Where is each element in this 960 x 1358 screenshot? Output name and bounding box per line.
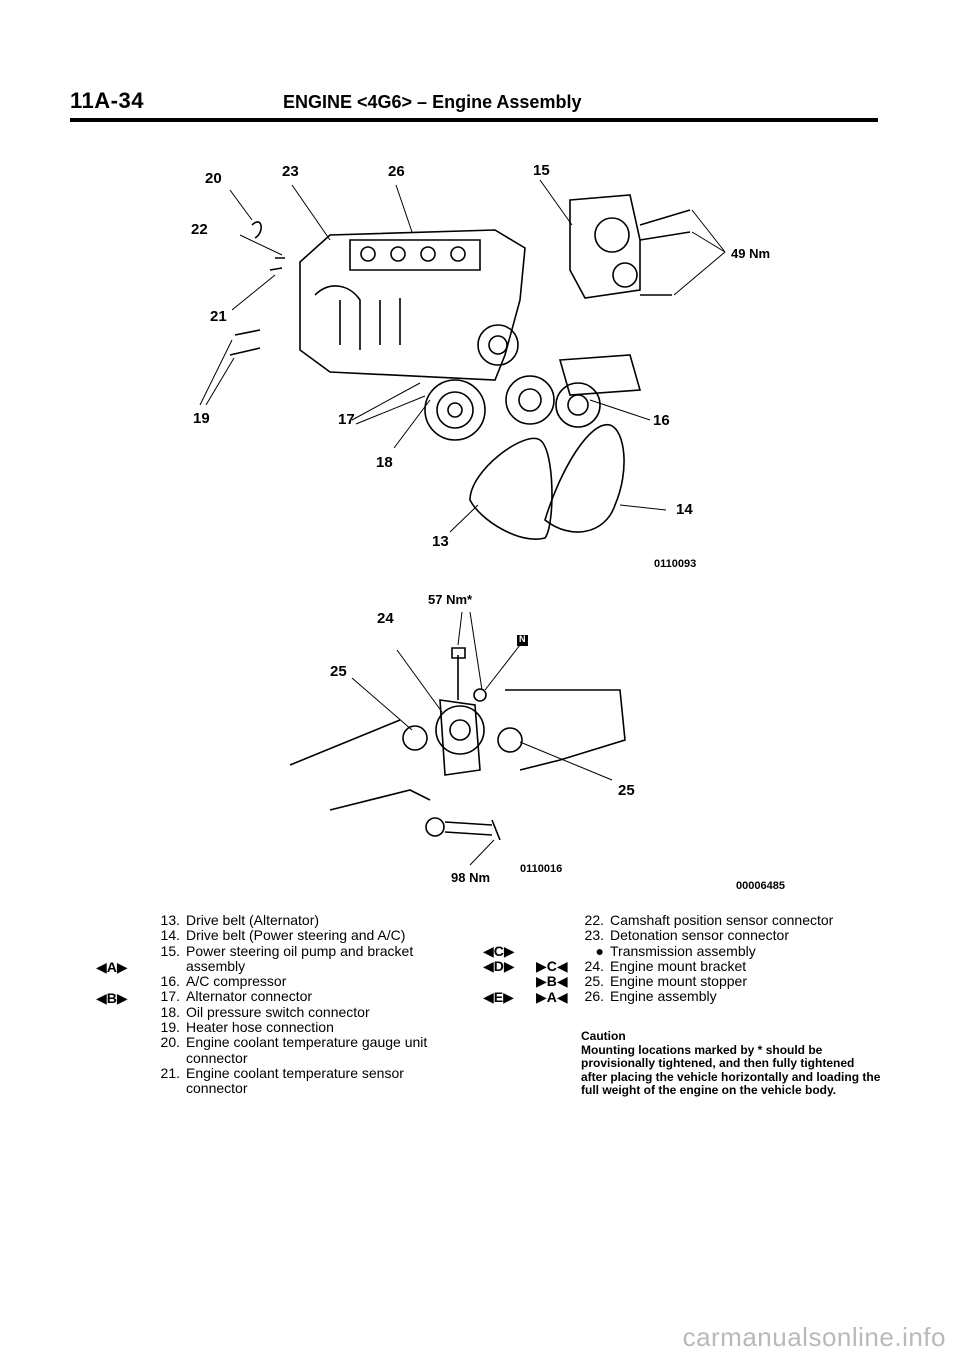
item-text: Transmission assembly: [610, 942, 756, 959]
item-number: 24.: [584, 957, 604, 974]
list-item: 20. Engine coolant temperature gauge unit…: [154, 1035, 454, 1066]
removal-point-a-icon: ▶A◀: [536, 989, 568, 1005]
item-text: Detonation sensor connector: [610, 927, 789, 944]
torque-98nm: 98 Nm: [451, 870, 491, 885]
service-point-e-icon: ◀E▶: [483, 989, 514, 1005]
service-point-a-icon: ◀A▶: [96, 959, 128, 975]
list-item: 24. Engine mount bracket: [578, 957, 888, 974]
item-text: Heater hose connection: [186, 1019, 334, 1036]
item-number: 19.: [160, 1019, 180, 1036]
callout-17: 17: [338, 411, 355, 428]
item-text: A/C compressor: [186, 973, 287, 990]
item-text: Drive belt (Alternator): [186, 912, 320, 928]
callout-20: 20: [205, 170, 222, 187]
caution-heading: Caution: [581, 1029, 626, 1043]
item-text: Engine mount stopper: [610, 973, 747, 990]
list-item: 23. Detonation sensor connector: [578, 927, 888, 944]
item-number: 13.: [160, 912, 180, 928]
callout-15: 15: [533, 162, 550, 179]
callout-19: 19: [193, 410, 210, 427]
list-item: 16. A/C compressor: [154, 973, 454, 990]
item-number: 14.: [160, 927, 180, 944]
watermark: carmanualsonline.info: [682, 1322, 946, 1352]
item-number: 17.: [160, 988, 180, 1005]
item-text: Power steering oil pump and bracket asse…: [186, 942, 414, 974]
callout-22: 22: [191, 221, 208, 238]
callout-13: 13: [432, 533, 449, 550]
callout-16: 16: [653, 412, 670, 429]
item-text: Engine assembly: [610, 988, 717, 1005]
removal-point-b-icon: ▶B◀: [536, 973, 568, 989]
item-number: 21.: [160, 1064, 180, 1081]
item-text: Engine mount bracket: [610, 957, 747, 974]
service-point-d-icon: ◀D▶: [483, 958, 515, 974]
parts-list-left: 13. Drive belt (Alternator) 14. Drive belt…: [154, 912, 454, 1097]
callout-25-right: 25: [618, 782, 635, 799]
n-badge: N: [519, 634, 526, 644]
service-point-c-icon: ◀C▶: [483, 943, 515, 959]
figure-code-2: 0110016: [520, 863, 563, 875]
callout-23: 23: [282, 163, 299, 180]
figure-id: 00006485: [736, 880, 785, 892]
list-item: 18. Oil pressure switch connector: [154, 1003, 454, 1020]
n-badge-box: [517, 635, 528, 646]
figure-code-1: 0110093: [654, 558, 697, 570]
list-item: 19. Heater hose connection: [154, 1019, 454, 1036]
item-number: ●: [595, 942, 604, 959]
torque-49nm: 49 Nm: [731, 246, 771, 261]
item-number: 25.: [584, 973, 604, 990]
removal-point-c-icon: ▶C◀: [536, 958, 568, 974]
item-number: 16.: [160, 973, 180, 990]
item-text: Camshaft position sensor connector: [610, 912, 834, 928]
service-point-b-icon: ◀B▶: [96, 990, 128, 1006]
callout-18: 18: [376, 454, 393, 471]
list-item: 14. Drive belt (Power steering and A/C): [154, 927, 454, 944]
item-text: Engine coolant temperature gauge unit co…: [186, 1034, 428, 1066]
item-text: Oil pressure switch connector: [186, 1003, 370, 1020]
callout-25-left: 25: [330, 663, 347, 680]
item-number: 20.: [160, 1034, 180, 1051]
item-number: 26.: [584, 988, 604, 1005]
list-item: 13. Drive belt (Alternator): [154, 912, 454, 928]
list-item: 22. Camshaft position sensor connector: [578, 912, 888, 928]
page-number: 11A-34: [70, 88, 144, 113]
header-rule: [70, 118, 878, 122]
callout-14: 14: [676, 501, 693, 518]
list-item: 21. Engine coolant temperature sensor con…: [154, 1064, 454, 1097]
list-item: 15. Power steering oil pump and bracket a…: [154, 942, 454, 975]
item-text: Engine coolant temperature sensor connec…: [186, 1064, 404, 1097]
callout-26: 26: [388, 163, 405, 180]
item-number: 15.: [160, 942, 180, 959]
list-item: ● Transmission assembly: [578, 942, 888, 959]
caution-text: Mounting locations marked by * should be…: [581, 1042, 881, 1097]
list-item: 25. Engine mount stopper: [578, 973, 888, 990]
item-number: 18.: [160, 1003, 180, 1020]
callout-24: 24: [377, 610, 394, 627]
item-text: Drive belt (Power steering and A/C): [186, 927, 406, 944]
item-number: 23.: [584, 927, 604, 944]
parts-list-right: 22. Camshaft position sensor connector 23…: [578, 912, 888, 1005]
page-title: ENGINE <4G6> – Engine Assembly: [283, 92, 582, 112]
item-text: Alternator connector: [186, 988, 313, 1005]
caution-note: Caution Mounting locations marked by * s…: [581, 1029, 881, 1098]
item-number: 22.: [584, 912, 604, 928]
engine-assembly-illustration: [199, 179, 726, 866]
torque-57nm: 57 Nm*: [428, 592, 473, 607]
list-item: 17. Alternator connector: [154, 988, 454, 1005]
list-item: 26. Engine assembly: [578, 988, 888, 1005]
callout-21: 21: [210, 308, 227, 325]
